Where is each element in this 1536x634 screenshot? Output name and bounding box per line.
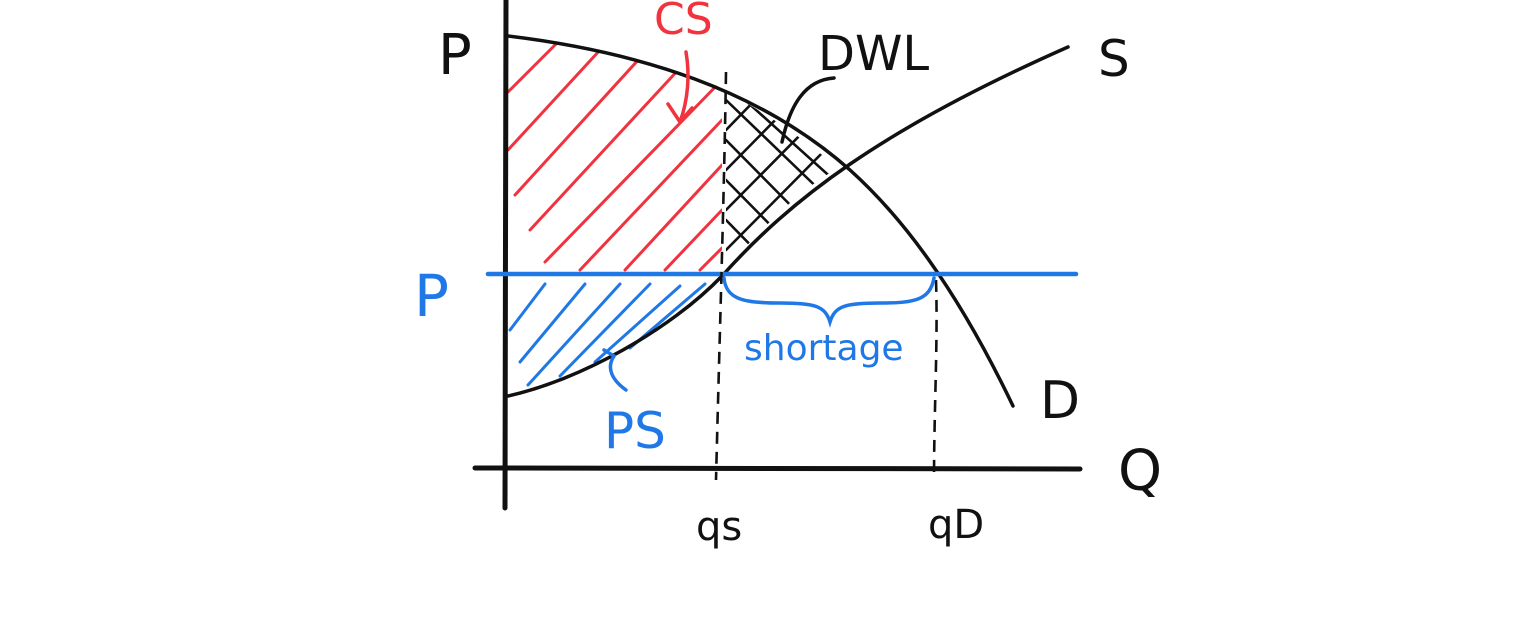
supply-curve-label: S — [1098, 30, 1130, 88]
qs-dashed-line — [714, 71, 728, 481]
y-axis — [502, 0, 509, 511]
supply-curve — [506, 45, 1070, 398]
demand-curve-label: D — [1040, 371, 1080, 431]
qd-label: qD — [928, 502, 984, 548]
consumer-surplus-hatch — [508, 38, 722, 272]
price-ceiling-label: P — [414, 262, 449, 330]
producer-surplus-hatch — [508, 282, 707, 387]
shortage-label: shortage — [744, 328, 904, 369]
deadweight-loss-label: DWL — [818, 26, 929, 82]
producer-surplus-label: PS — [604, 402, 666, 460]
qs-label: qs — [696, 504, 742, 550]
ps-pointer — [602, 348, 628, 392]
consumer-surplus-label: CS — [654, 0, 713, 45]
cs-arrow — [666, 50, 694, 124]
dwl-pointer — [780, 76, 836, 144]
x-axis-label: Q — [1118, 439, 1162, 504]
y-axis-label: P — [438, 23, 472, 88]
shortage-brace — [722, 276, 936, 328]
x-axis — [472, 465, 1083, 472]
qd-dashed-line — [932, 279, 938, 481]
demand-curve — [506, 34, 1015, 408]
